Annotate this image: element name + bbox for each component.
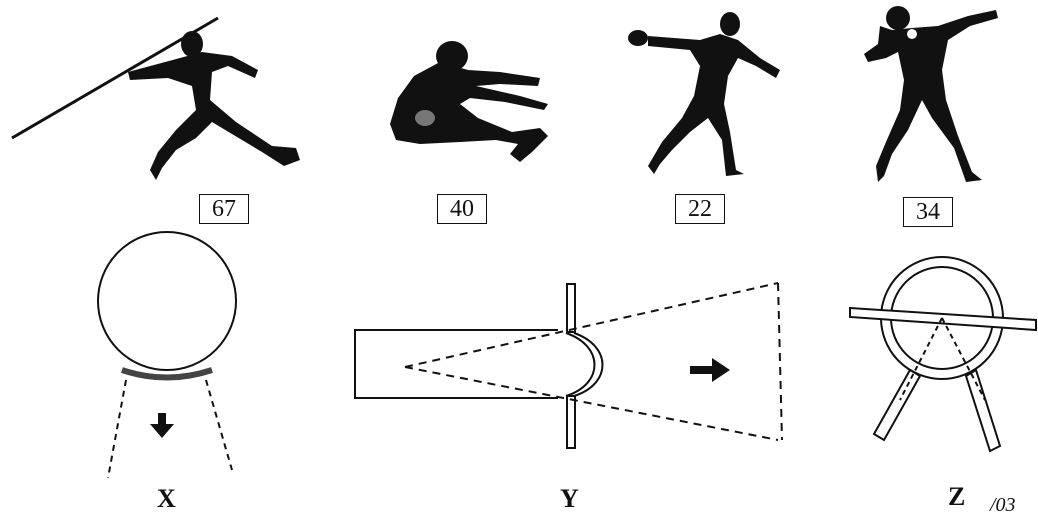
stand-x-dashed-left <box>107 379 127 479</box>
long-jumper-silhouette <box>390 41 548 162</box>
stand-y-lower-post <box>566 395 576 449</box>
stand-y-dashed-end <box>777 282 783 441</box>
stand-y-block <box>354 329 558 399</box>
stand-label: Z <box>948 482 966 511</box>
stand-x-dashed-right <box>205 379 233 471</box>
stand-y-upper-post <box>566 283 576 333</box>
athlete-number-box: 67 <box>199 194 249 224</box>
stand-y-diagram <box>354 282 783 449</box>
athlete-number-box: 34 <box>903 197 953 227</box>
stand-label: X <box>157 484 176 513</box>
athlete-number-box: 40 <box>437 194 487 224</box>
stand-label: Y <box>560 484 579 513</box>
stand-z-dashed-left <box>899 317 943 401</box>
right-arrow-icon <box>690 358 730 382</box>
stand-y-dashed-top <box>404 282 779 368</box>
javelin-thrower-silhouette <box>11 16 300 180</box>
stand-z-dashed-right <box>941 317 986 401</box>
stand-x-base <box>121 367 213 381</box>
stand-x-ring <box>97 231 237 371</box>
stand-z-right-leg <box>964 368 1002 453</box>
shot-putter-silhouette <box>864 6 998 182</box>
athlete-number-box: 22 <box>675 194 725 224</box>
corner-mark: /03 <box>990 494 1016 516</box>
down-arrow-icon <box>150 413 174 438</box>
discus-thrower-silhouette <box>628 12 780 176</box>
stand-y-dashed-bottom <box>404 366 779 441</box>
stand-z-diagram <box>849 256 1037 453</box>
stand-x-diagram <box>97 231 237 479</box>
stand-z-left-leg <box>872 368 922 442</box>
